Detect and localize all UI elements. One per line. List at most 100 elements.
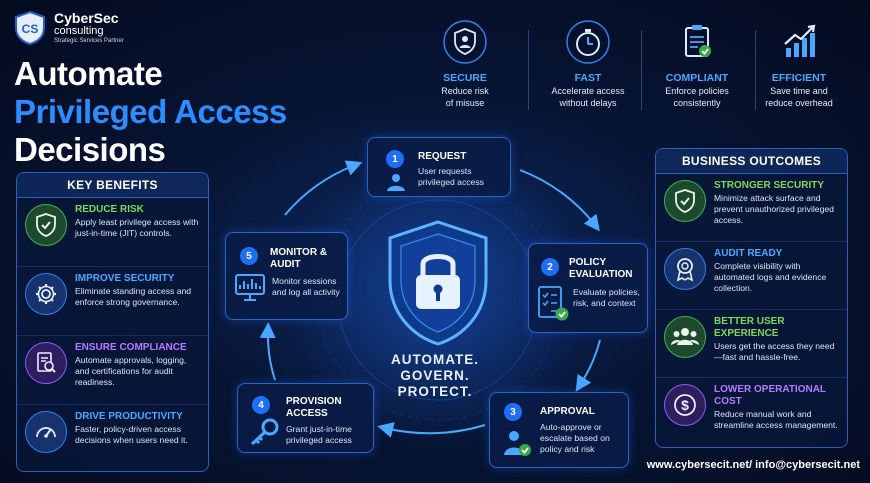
company-logo: CS CyberSec consulting Strategic Service… <box>12 8 152 48</box>
feature-desc: without delays <box>559 98 617 108</box>
feature-desc: Accelerate access <box>551 86 625 96</box>
step-card-approval: 3 APPROVAL Auto-approve or escalate base… <box>489 392 629 468</box>
logo-name: CyberSec <box>54 10 119 26</box>
step-title: REQUEST <box>418 151 467 162</box>
business-outcomes-header: BUSINESS OUTCOMES <box>656 149 847 174</box>
feature-desc: reduce overhead <box>765 98 833 108</box>
outcome-title: STRONGER SECURITY <box>714 180 825 191</box>
benefit-title: DRIVE PRODUCTIVITY <box>75 411 183 422</box>
feature-title: COMPLIANT <box>665 72 729 84</box>
step-desc: User requests privileged access <box>418 166 484 187</box>
benefit-desc: Automate approvals, logging, and certifi… <box>75 355 187 387</box>
step-card-request: 1 REQUEST User requests privileged acces… <box>367 137 511 197</box>
checklist-icon <box>537 284 569 327</box>
cs-logo-icon: CS <box>15 10 45 46</box>
feature-title: SECURE <box>443 72 487 84</box>
step-card-provision-access: 4 PROVISION ACCESS Grant just-in-time pr… <box>237 383 374 453</box>
step-card-policy-evaluation: 2 POLICY EVALUATION Evaluate policies, r… <box>528 243 648 333</box>
step-title: PROVISION <box>286 396 342 407</box>
slogan: AUTOMATE. GOVERN. PROTECT. <box>380 352 490 400</box>
step-number: 5 <box>240 247 258 265</box>
step-number: 4 <box>252 396 270 414</box>
divider <box>755 30 756 110</box>
title-line-3: Decisions <box>14 131 166 168</box>
outcome-item: STRONGER SECURITY Minimize attack surfac… <box>656 174 847 242</box>
outcome-desc: Complete visibility with automated logs … <box>714 261 827 293</box>
outcome-item: $ LOWER OPERATIONAL COST Reduce manual w… <box>656 378 847 446</box>
outcome-item: BETTER USER EXPERIENCE Users get the acc… <box>656 310 847 378</box>
benefit-desc: Apply least privilege access with just-i… <box>75 217 199 238</box>
benefit-title: IMPROVE SECURITY <box>75 273 175 284</box>
business-outcomes-panel: BUSINESS OUTCOMES STRONGER SECURITY Mini… <box>655 148 848 448</box>
logo-tagline: Strategic Services Partner <box>54 38 124 44</box>
shield-check-icon <box>664 180 706 222</box>
logo-sub: consulting <box>54 25 104 37</box>
approver-icon <box>502 429 532 462</box>
key-benefits-header: KEY BENEFITS <box>17 173 208 198</box>
outcome-title: AUDIT READY <box>714 248 783 259</box>
feature-desc: Save time and <box>770 86 828 96</box>
benefit-title: REDUCE RISK <box>75 204 144 215</box>
step-title: AUDIT <box>270 259 301 270</box>
gear-icon <box>25 273 67 315</box>
key-benefits-panel: KEY BENEFITS REDUCE RISK Apply least pri… <box>16 172 209 472</box>
feature-desc: Reduce risk <box>441 86 489 96</box>
step-card-monitor-audit: 5 MONITOR & AUDIT Monitor sessions and l… <box>225 232 348 320</box>
step-number: 3 <box>504 403 522 421</box>
stopwatch-icon <box>564 18 612 66</box>
key-icon <box>248 418 280 451</box>
step-desc: Auto-approve or escalate based on policy… <box>540 422 610 454</box>
step-title: ACCESS <box>286 408 328 419</box>
feature-desc: of misuse <box>445 98 485 108</box>
step-title: MONITOR & <box>270 247 328 258</box>
step-title: EVALUATION <box>569 269 633 280</box>
outcome-desc: Minimize attack surface and prevent unau… <box>714 193 834 225</box>
benefit-item: IMPROVE SECURITY Eliminate standing acce… <box>17 267 208 336</box>
lock-shield-icon <box>388 220 488 346</box>
slogan-line: PROTECT. <box>397 384 473 399</box>
outcome-title: BETTER USER EXPERIENCE <box>714 316 785 339</box>
step-desc: Grant just-in-time privileged access <box>286 424 352 445</box>
title-line-2: Privileged Access <box>14 93 287 130</box>
benefit-item: REDUCE RISK Apply least privilege access… <box>17 198 208 267</box>
step-title: APPROVAL <box>540 406 595 417</box>
outcome-desc: Reduce manual work and streamline access… <box>714 409 838 430</box>
feature-desc: consistently <box>673 98 721 108</box>
outcome-item: AUDIT READY Complete visibility with aut… <box>656 242 847 310</box>
benefit-item: DRIVE PRODUCTIVITY Faster, policy-driven… <box>17 405 208 474</box>
divider <box>528 30 529 110</box>
feature-desc: Enforce policies <box>665 86 729 96</box>
outcome-title: LOWER OPERATIONAL COST <box>714 384 826 407</box>
slogan-line: GOVERN. <box>400 368 470 383</box>
step-desc: Monitor sessions and log all activity <box>272 276 340 297</box>
shield-user-icon <box>441 18 489 66</box>
step-desc: Evaluate policies, risk, and context <box>573 287 640 308</box>
benefit-desc: Eliminate standing access and enforce st… <box>75 286 192 307</box>
feature-efficient: EFFICIENT Save time and reduce overhead <box>744 18 854 109</box>
users-icon <box>664 316 706 358</box>
feature-title: EFFICIENT <box>771 72 827 84</box>
feature-secure: SECURE Reduce risk of misuse <box>410 18 520 109</box>
title-line-1: Automate <box>14 55 163 92</box>
monitor-icon <box>234 273 266 308</box>
step-number: 1 <box>386 150 404 168</box>
clipboard-check-icon <box>673 18 721 66</box>
feature-title: FAST <box>574 72 602 84</box>
benefit-desc: Faster, policy-driven access decisions w… <box>75 424 188 445</box>
user-icon <box>384 172 408 197</box>
feature-compliant: COMPLIANT Enforce policies consistently <box>642 18 752 109</box>
svg-text:$: $ <box>681 397 689 413</box>
document-search-icon <box>25 342 67 384</box>
shield-check-icon <box>25 204 67 246</box>
growth-chart-icon <box>775 18 823 66</box>
step-title: POLICY <box>569 257 607 268</box>
benefit-title: ENSURE COMPLIANCE <box>75 342 187 353</box>
step-number: 2 <box>541 258 559 276</box>
dollar-icon: $ <box>664 384 706 426</box>
speedometer-icon <box>25 411 67 453</box>
slogan-line: AUTOMATE. <box>391 352 479 367</box>
svg-text:CS: CS <box>22 22 39 36</box>
feature-fast: FAST Accelerate access without delays <box>533 18 643 109</box>
footer-contact[interactable]: www.cybersecit.net/ info@cybersecit.net <box>646 459 860 471</box>
page-title: Automate Privileged Access Decisions <box>14 55 334 169</box>
